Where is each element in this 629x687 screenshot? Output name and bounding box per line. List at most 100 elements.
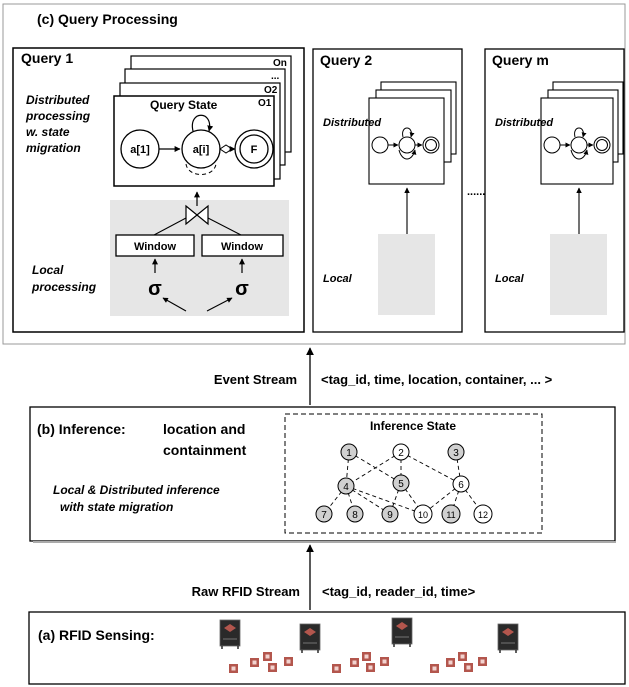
querym-distributed-label: Distributed bbox=[495, 117, 553, 129]
inference-graph-nodes: 1 2 3 4 5 6 7 8 9 10 11 12 bbox=[315, 443, 493, 524]
querym-state-1 bbox=[543, 136, 561, 154]
rfid-reader-icon bbox=[497, 623, 519, 654]
querym-state-2 bbox=[570, 136, 588, 154]
input-to-sigma2 bbox=[206, 297, 233, 312]
sigma-filter-1: σ bbox=[148, 278, 162, 300]
node-label-9: 9 bbox=[387, 510, 393, 521]
query2-title: Query 2 bbox=[320, 52, 372, 68]
edge-3-6 bbox=[455, 451, 462, 485]
event-stream-label: Event Stream bbox=[214, 372, 297, 387]
state-a1-label: a[1] bbox=[130, 144, 150, 156]
node-label-1: 1 bbox=[346, 448, 352, 459]
local-label-l2: processing bbox=[31, 280, 97, 294]
raw-stream-label: Raw RFID Stream bbox=[192, 584, 300, 599]
inference-desc-l1: Local & Distributed inference bbox=[53, 483, 220, 497]
querym-local-label: Local bbox=[495, 273, 525, 285]
node-label-10: 10 bbox=[418, 510, 428, 520]
query2-self-loop bbox=[402, 127, 415, 138]
inference-node-11: 11 bbox=[441, 504, 461, 524]
raw-stream-tuple: <tag_id, reader_id, time> bbox=[322, 584, 476, 599]
rfid-tag-icon bbox=[263, 652, 272, 661]
query1-title: Query 1 bbox=[21, 50, 73, 66]
local-processing-area bbox=[110, 200, 289, 316]
dashed-loop-ai bbox=[185, 163, 217, 175]
inference-state-title: Inference State bbox=[370, 419, 456, 433]
querym-local-area bbox=[550, 234, 607, 315]
query1-panel: Query 1 On ... O2 O1 Query State a[1] a[… bbox=[12, 47, 305, 333]
rfid-tag-icon bbox=[362, 652, 371, 661]
node-label-5: 5 bbox=[398, 479, 404, 490]
distributed-label-l3: w. state bbox=[26, 125, 70, 139]
edge-5-9 bbox=[389, 482, 402, 515]
rfid-tag-icon bbox=[478, 657, 487, 666]
edge-2-6 bbox=[400, 451, 462, 485]
querym-title: Query m bbox=[492, 52, 549, 68]
inference-title: (b) Inference: bbox=[37, 421, 126, 437]
node-label-11: 11 bbox=[446, 510, 455, 520]
inference-subtitle-l1: location and bbox=[163, 421, 245, 437]
rfid-tag-icon bbox=[268, 663, 277, 672]
state-ai-label: a[i] bbox=[193, 144, 210, 156]
inference-node-9: 9 bbox=[381, 505, 399, 523]
inference-node-8: 8 bbox=[346, 505, 364, 523]
inference-node-6: 6 bbox=[452, 475, 470, 493]
rfid-sensing-title: (a) RFID Sensing: bbox=[38, 627, 155, 643]
rfid-tag-icon bbox=[250, 658, 259, 667]
inference-state-box bbox=[284, 413, 543, 534]
querym-self-loop bbox=[574, 127, 587, 138]
query2-local-area bbox=[378, 234, 435, 315]
window1-to-join bbox=[153, 217, 187, 236]
query2-state-1 bbox=[371, 136, 389, 154]
rfid-tag-icon bbox=[284, 657, 293, 666]
stack-label-o1: O1 bbox=[258, 98, 272, 109]
query2-state-2 bbox=[398, 136, 416, 154]
query2-local-label: Local bbox=[323, 273, 353, 285]
inference-node-1: 1 bbox=[340, 443, 358, 461]
stack-label-on: On bbox=[273, 58, 287, 69]
node-label-12: 12 bbox=[478, 510, 488, 520]
state-final-inner bbox=[239, 134, 269, 164]
window-label-1: Window bbox=[134, 241, 176, 253]
rfid-reader-icon bbox=[219, 619, 241, 650]
distributed-label-l2: processing bbox=[25, 109, 91, 123]
node-label-4: 4 bbox=[343, 482, 349, 493]
edge-4-9 bbox=[345, 485, 391, 515]
window-box-1 bbox=[115, 234, 195, 257]
state-final-label: F bbox=[251, 144, 258, 156]
rfid-tag-icon bbox=[332, 664, 341, 673]
inference-node-4: 4 bbox=[337, 477, 355, 495]
inference-node-2: 2 bbox=[392, 443, 410, 461]
distributed-label-l1: Distributed bbox=[26, 93, 90, 107]
rfid-sensing-section: (a) RFID Sensing: bbox=[28, 611, 626, 685]
window-box-2 bbox=[201, 234, 284, 257]
query-state-title: Query State bbox=[150, 98, 218, 112]
inference-desc-l2: with state migration bbox=[60, 500, 173, 514]
node-label-7: 7 bbox=[321, 510, 327, 521]
input-to-sigma1 bbox=[162, 297, 187, 312]
rfid-reader-icon bbox=[299, 623, 321, 654]
inference-section: (b) Inference: location and containment … bbox=[29, 406, 616, 543]
window2-to-join bbox=[207, 217, 242, 236]
self-loop-ai bbox=[191, 114, 214, 132]
edge-6-11 bbox=[450, 483, 462, 515]
rfid-tag-icon bbox=[229, 664, 238, 673]
sigma-filter-2: σ bbox=[235, 278, 249, 300]
querym-back-loop bbox=[570, 149, 589, 160]
inference-node-12: 12 bbox=[473, 504, 493, 524]
rfid-tag-icon bbox=[446, 658, 455, 667]
querym-panel: Query m Distributed Local bbox=[484, 48, 625, 333]
event-stream-tuple: <tag_id, time, location, container, ... … bbox=[321, 372, 553, 387]
inference-subtitle-l2: containment bbox=[163, 442, 247, 458]
node-label-8: 8 bbox=[352, 510, 358, 521]
query2-back-loop bbox=[398, 149, 417, 160]
rfid-tag-icon bbox=[380, 657, 389, 666]
rfid-sensing-frame bbox=[28, 611, 626, 685]
inference-node-7: 7 bbox=[315, 505, 333, 523]
stack-label-dots: ... bbox=[271, 71, 280, 82]
query-processing-title: (c) Query Processing bbox=[37, 11, 178, 27]
local-label-l1: Local bbox=[32, 263, 64, 277]
rfid-tag-icon bbox=[366, 663, 375, 672]
queries-ellipsis: ...... bbox=[467, 186, 485, 198]
edge-2-4 bbox=[345, 451, 402, 487]
